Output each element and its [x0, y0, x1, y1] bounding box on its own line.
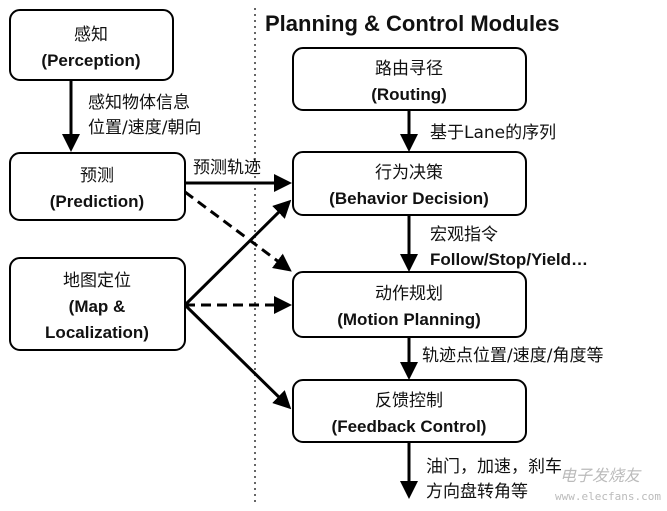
section-title: Planning & Control Modules [265, 11, 560, 36]
map-en-1: (Map & [69, 297, 126, 316]
label-throttle-brake: 油门，加速，刹车 [426, 457, 562, 477]
motion-cn: 动作规划 [375, 284, 443, 304]
label-perceived-info: 感知物体信息 [88, 93, 190, 113]
arrow-prediction-motion-dashed [184, 190, 292, 272]
perception-en: (Perception) [41, 51, 140, 70]
map-localization-box: 地图定位 (Map & Localization) [9, 257, 186, 351]
behavior-cn: 行为决策 [375, 163, 443, 183]
motion-planning-box: 动作规划 (Motion Planning) [292, 271, 527, 338]
prediction-box: 预测 (Prediction) [9, 152, 186, 221]
arrow-map-behavior [183, 199, 292, 307]
map-cn: 地图定位 [63, 271, 131, 291]
label-follow-stop-yield: Follow/Stop/Yield… [430, 250, 588, 269]
routing-box: 路由寻径 (Routing) [292, 47, 527, 111]
label-steering: 方向盘转角等 [426, 482, 528, 502]
prediction-cn: 预测 [80, 166, 114, 186]
label-pos-speed-heading: 位置/速度/朝向 [88, 118, 201, 138]
behavior-decision-box: 行为决策 (Behavior Decision) [292, 151, 527, 216]
routing-cn: 路由寻径 [375, 59, 443, 79]
motion-en: (Motion Planning) [337, 310, 481, 329]
prediction-en: (Prediction) [50, 192, 144, 211]
label-macro-command: 宏观指令 [430, 225, 498, 245]
feedback-en: (Feedback Control) [332, 417, 487, 436]
map-en-2: Localization) [45, 323, 149, 342]
label-predicted-trajectory: 预测轨迹 [193, 158, 261, 178]
arrow-map-feedback [183, 303, 292, 410]
feedback-control-box: 反馈控制 (Feedback Control) [292, 379, 527, 443]
perception-cn: 感知 [74, 25, 108, 45]
watermark-logo: 电子发烧友 [560, 466, 642, 485]
label-lane-sequence: 基于Lane的序列 [430, 123, 556, 143]
routing-en: (Routing) [371, 85, 447, 104]
perception-box: 感知 (Perception) [9, 9, 174, 81]
watermark-url: www.elecfans.com [555, 490, 661, 503]
behavior-en: (Behavior Decision) [329, 189, 489, 208]
feedback-cn: 反馈控制 [375, 391, 443, 411]
label-trajectory-points: 轨迹点位置/速度/角度等 [422, 346, 603, 366]
